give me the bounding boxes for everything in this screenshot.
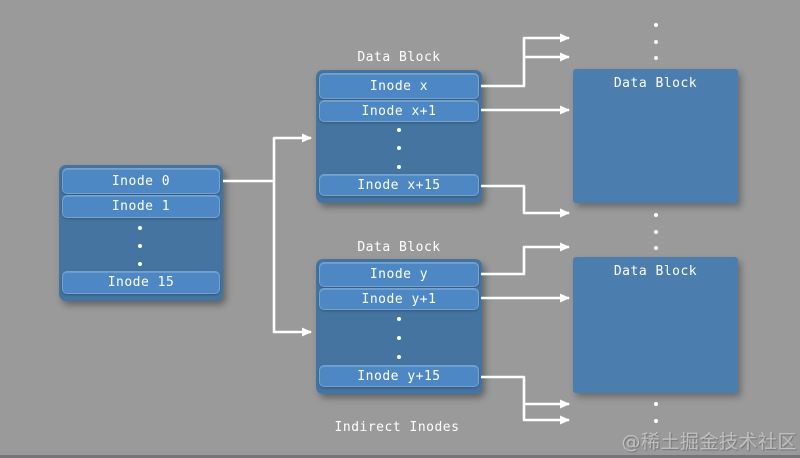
- inode-row: Inode 15: [62, 271, 220, 294]
- arrow-inodey: [481, 242, 570, 276]
- indirect-table-bottom: Inode y Inode y+1 Inode y+15: [316, 259, 482, 394]
- inode-row: Inode 1: [62, 195, 220, 218]
- data-block-bottom: Data Block: [573, 257, 738, 393]
- inode-row: Inode x+15: [319, 174, 479, 196]
- inode-row: Inode y: [319, 262, 479, 287]
- data-block-top: Data Block: [573, 69, 738, 203]
- inode-row: Inode x: [319, 73, 479, 99]
- bottom-edge-strip: [0, 455, 800, 458]
- arrow-inodex15: [481, 184, 570, 218]
- arrow-inodey15-branch1: [481, 375, 570, 425]
- data-block-label-top: Data Block: [357, 50, 441, 65]
- arrow-inode0-to-top: [272, 133, 312, 181]
- arrow-inodex-branch1: [481, 33, 570, 88]
- indirect-table-top: Inode x Inode x+1 Inode x+15: [316, 70, 482, 203]
- inode-row: Inode y+1: [319, 288, 479, 310]
- watermark: @稀土掘金技术社区: [621, 431, 797, 453]
- inode-row: Inode y+15: [319, 365, 479, 387]
- inode-row: Inode 0: [62, 168, 220, 194]
- caption-indirect-inodes: Indirect Inodes: [334, 420, 460, 435]
- inode-table: Inode 0 Inode 1 Inode 15: [59, 165, 223, 301]
- data-block-label-bottom: Data Block: [357, 240, 441, 255]
- arrow-inode0-to-bottom: [272, 181, 312, 337]
- inode-row: Inode x+1: [319, 100, 479, 122]
